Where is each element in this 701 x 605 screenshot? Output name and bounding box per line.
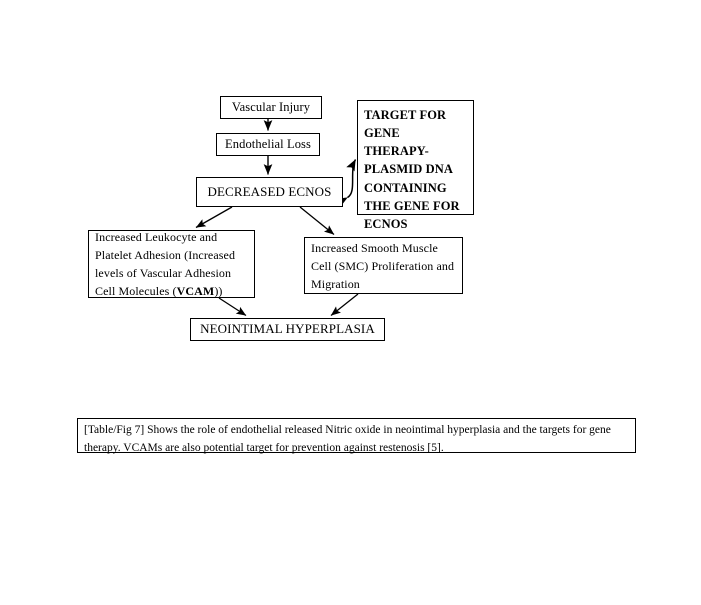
edge-ecnos-target-bidirectional: [335, 159, 357, 208]
node-target-gene-therapy-label: TARGET FOR GENE THERAPY-PLASMID DNA CONT…: [364, 108, 460, 231]
node-smc-proliferation: Increased Smooth Muscle Cell (SMC) Proli…: [304, 237, 463, 294]
edge-leukocyte-to-neointimal: [218, 297, 247, 317]
node-vascular-injury: Vascular Injury: [220, 96, 322, 119]
node-neointimal-hyperplasia-label: NEOINTIMAL HYPERPLASIA: [200, 321, 375, 337]
node-endothelial-loss-label: Endothelial Loss: [225, 136, 311, 151]
node-target-gene-therapy: TARGET FOR GENE THERAPY-PLASMID DNA CONT…: [357, 100, 474, 231]
node-leukocyte-platelet-adhesion-label: Increased Leukocyte and Platelet Adhesio…: [89, 228, 254, 300]
node-endothelial-loss: Endothelial Loss: [216, 133, 320, 156]
edge-ecnos-to-smc: [299, 206, 335, 236]
figure-caption-text: [Table/Fig 7] Shows the role of endothel…: [84, 424, 611, 454]
edge-smc-to-neointimal: [330, 293, 359, 317]
node-neointimal-hyperplasia: NEOINTIMAL HYPERPLASIA: [190, 318, 385, 341]
node-decreased-ecnos-label: DECREASED ECNOS: [207, 183, 332, 199]
figure-caption-box: [Table/Fig 7] Shows the role of endothel…: [77, 418, 636, 454]
node-leukocyte-platelet-adhesion: Increased Leukocyte and Platelet Adhesio…: [88, 230, 255, 298]
label-segment-primary: Increased Leukocyte and Platelet Adhesio…: [95, 230, 236, 298]
label-segment-tail: )): [214, 284, 223, 298]
node-vascular-injury-label: Vascular Injury: [231, 99, 311, 114]
node-decreased-ecnos: DECREASED ECNOS: [196, 177, 343, 207]
node-smc-proliferation-label: Increased Smooth Muscle Cell (SMC) Proli…: [311, 240, 455, 291]
label-segment-vcam: VCAM: [176, 284, 215, 298]
edge-ecnos-to-leukocyte: [195, 206, 233, 229]
